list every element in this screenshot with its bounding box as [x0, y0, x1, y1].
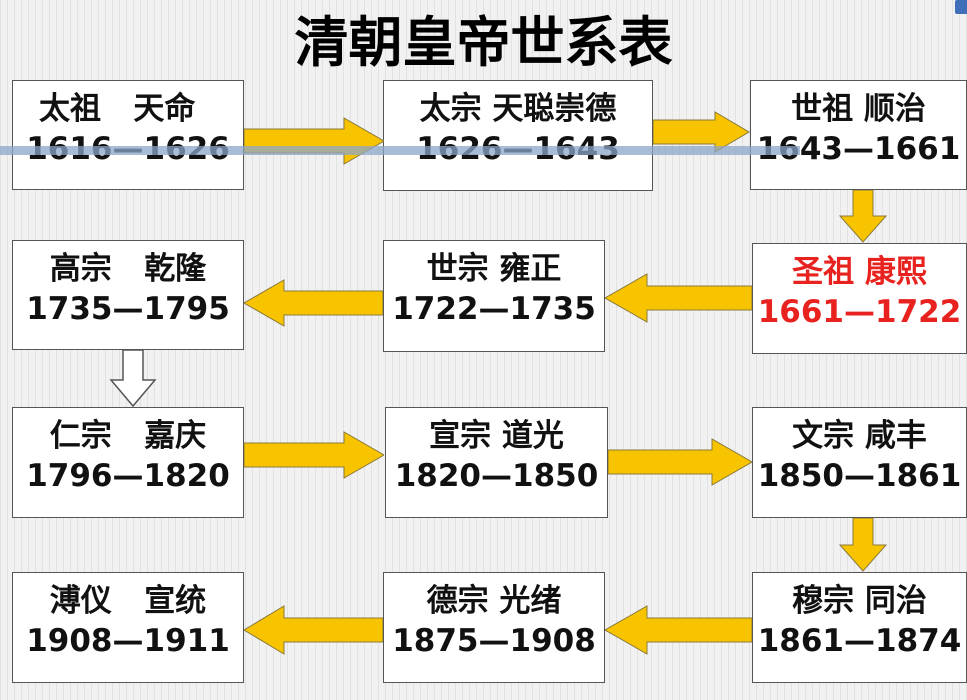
temple-name: 太祖 [39, 91, 101, 127]
arrow-right-icon [244, 431, 384, 479]
reign-years: 1735—1795 [26, 291, 230, 327]
reign-years: 1820—1850 [394, 458, 599, 494]
era-name: 咸丰 [864, 418, 927, 454]
emperor-name-line: 穆宗 同治 [753, 581, 966, 621]
emperor-name-line: 圣祖 康熙 [753, 252, 966, 292]
arrow-down-icon [838, 190, 888, 243]
emperor-box-dezong: 德宗 光绪 1875—1908 [383, 572, 605, 683]
era-name: 道光 [501, 418, 564, 454]
era-name: 同治 [864, 583, 927, 619]
emperor-box-shizu: 世祖 顺治 1643—1661 [750, 80, 967, 190]
temple-name: 宣宗 [429, 418, 492, 454]
temple-name: 世宗 [426, 251, 489, 287]
emperor-name-line: 仁宗 嘉庆 [13, 416, 243, 456]
reign-years: 1850—1861 [757, 458, 962, 494]
era-name: 康熙 [864, 254, 927, 290]
emperor-name-line: 德宗 光绪 [384, 581, 604, 621]
emperor-name-line: 宣宗 道光 [386, 416, 607, 456]
emperor-name-line: 太宗 天聪崇德 [384, 89, 652, 129]
temple-name: 圣祖 [792, 254, 855, 290]
reign-years: 1861—1874 [757, 623, 962, 659]
reign-years: 1661—1722 [757, 294, 962, 330]
temple-name: 仁宗 [49, 418, 112, 454]
emperor-box-gaozong: 高宗 乾隆 1735—1795 [12, 240, 244, 350]
emperor-name-line: 世祖 顺治 [751, 89, 966, 129]
arrow-left-icon [244, 605, 383, 655]
emperor-name-line: 高宗 乾隆 [13, 249, 243, 289]
emperor-name-line: 溥仪 宣统 [13, 581, 243, 621]
era-name: 天命 [133, 91, 196, 127]
arrow-left-icon [605, 273, 752, 323]
emperor-box-muzong: 穆宗 同治 1861—1874 [752, 572, 967, 683]
emperor-box-shizong: 世宗 雍正 1722—1735 [383, 240, 605, 352]
arrow-right-icon [244, 117, 384, 165]
era-name: 雍正 [499, 251, 562, 287]
emperor-name-line: 文宗 咸丰 [753, 416, 966, 456]
temple-name: 穆宗 [792, 583, 855, 619]
emperor-box-puyi: 溥仪 宣统 1908—1911 [12, 572, 244, 683]
reign-years: 1796—1820 [26, 458, 230, 494]
arrow-left-icon [605, 605, 752, 655]
emperor-box-taizong: 太宗 天聪崇德 1626—1643 [383, 80, 653, 191]
arrow-left-icon [244, 279, 383, 327]
emperor-box-shengzu: 圣祖 康熙 1661—1722 [752, 243, 967, 354]
temple-name: 溥仪 [49, 583, 112, 619]
emperor-box-xuanzong: 宣宗 道光 1820—1850 [385, 407, 608, 518]
era-name: 顺治 [863, 91, 926, 127]
era-name: 乾隆 [144, 251, 207, 287]
temple-name: 德宗 [426, 583, 489, 619]
era-name: 宣统 [144, 583, 207, 619]
arrow-down-icon [838, 518, 888, 572]
temple-name: 世祖 [791, 91, 854, 127]
emperor-box-wenzong: 文宗 咸丰 1850—1861 [752, 407, 967, 518]
speaker-icon[interactable] [955, 0, 967, 14]
temple-name: 太宗 [419, 91, 482, 127]
era-name: 光绪 [499, 583, 562, 619]
reign-years: 1722—1735 [392, 291, 596, 327]
era-name: 嘉庆 [144, 418, 207, 454]
arrow-right-icon [608, 438, 752, 486]
temple-name: 高宗 [49, 251, 112, 287]
era-name: 天聪崇德 [492, 91, 617, 127]
emperor-box-taizu: 太祖 天命 1616—1626 [12, 80, 244, 190]
temple-name: 文宗 [792, 418, 855, 454]
emperor-box-renzong: 仁宗 嘉庆 1796—1820 [12, 407, 244, 518]
slide-overlay-line [0, 146, 800, 155]
emperor-name-line: 太祖 天命 [13, 89, 243, 129]
arrow-right-icon [653, 111, 750, 153]
page-title: 清朝皇帝世系表 [294, 11, 673, 74]
emperor-name-line: 世宗 雍正 [384, 249, 604, 289]
hollow-arrow-down-icon [109, 350, 157, 407]
reign-years: 1908—1911 [26, 623, 230, 659]
reign-years: 1875—1908 [392, 623, 596, 659]
